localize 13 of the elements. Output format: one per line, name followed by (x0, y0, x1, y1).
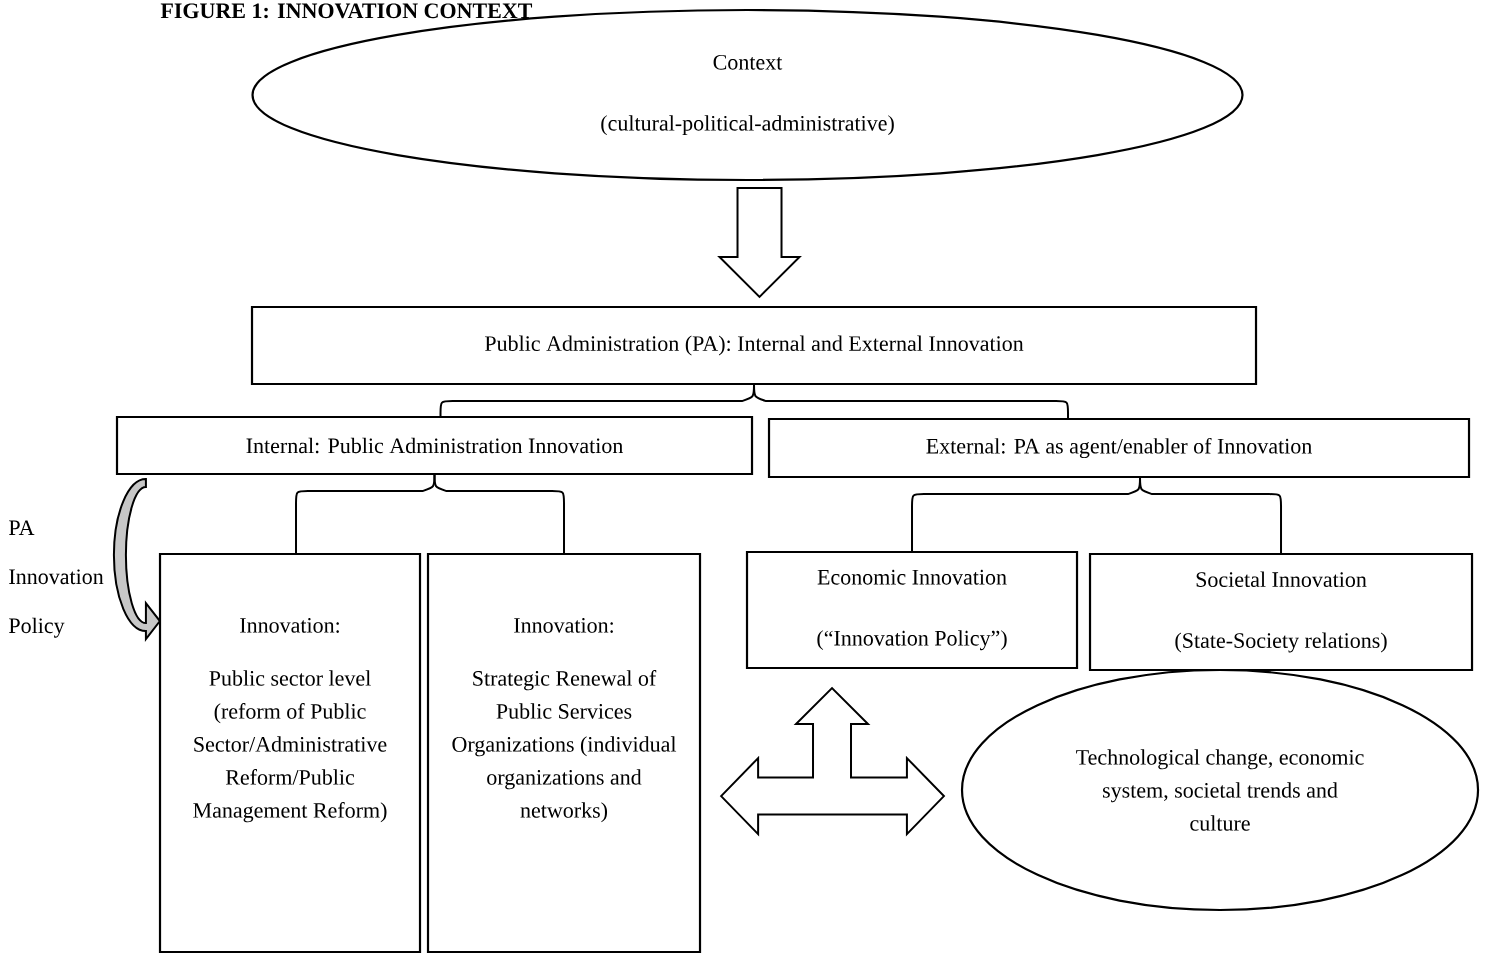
text-box: Societal Innovation (State-Society relations) (1088, 552, 1474, 672)
text-box: Economic Innovation (“Innovation Policy”) (745, 550, 1079, 670)
text-box: External: PA as agent/enabler of Innovation (767, 417, 1471, 479)
edge-label: PA Innovation Policy (9, 520, 104, 638)
brace-connector (1139, 477, 1282, 554)
brace-connector (433, 474, 565, 554)
brace-connector (295, 474, 436, 554)
block-arrow (717, 187, 802, 299)
curved-arrow (112, 478, 161, 641)
text-box: Public Administration (PA): Internal and External Innovation (250, 305, 1258, 386)
text-box: Innovation: Public sector level (reform of Public Sector/Administrative Reform/Public Management Reform) (158, 552, 422, 954)
text-box: Innovation: Strategic Renewal of Public Services Organizations (individual organizations and networks) (426, 552, 702, 954)
text-box: Internal: Public Administration Innovation (115, 415, 754, 476)
